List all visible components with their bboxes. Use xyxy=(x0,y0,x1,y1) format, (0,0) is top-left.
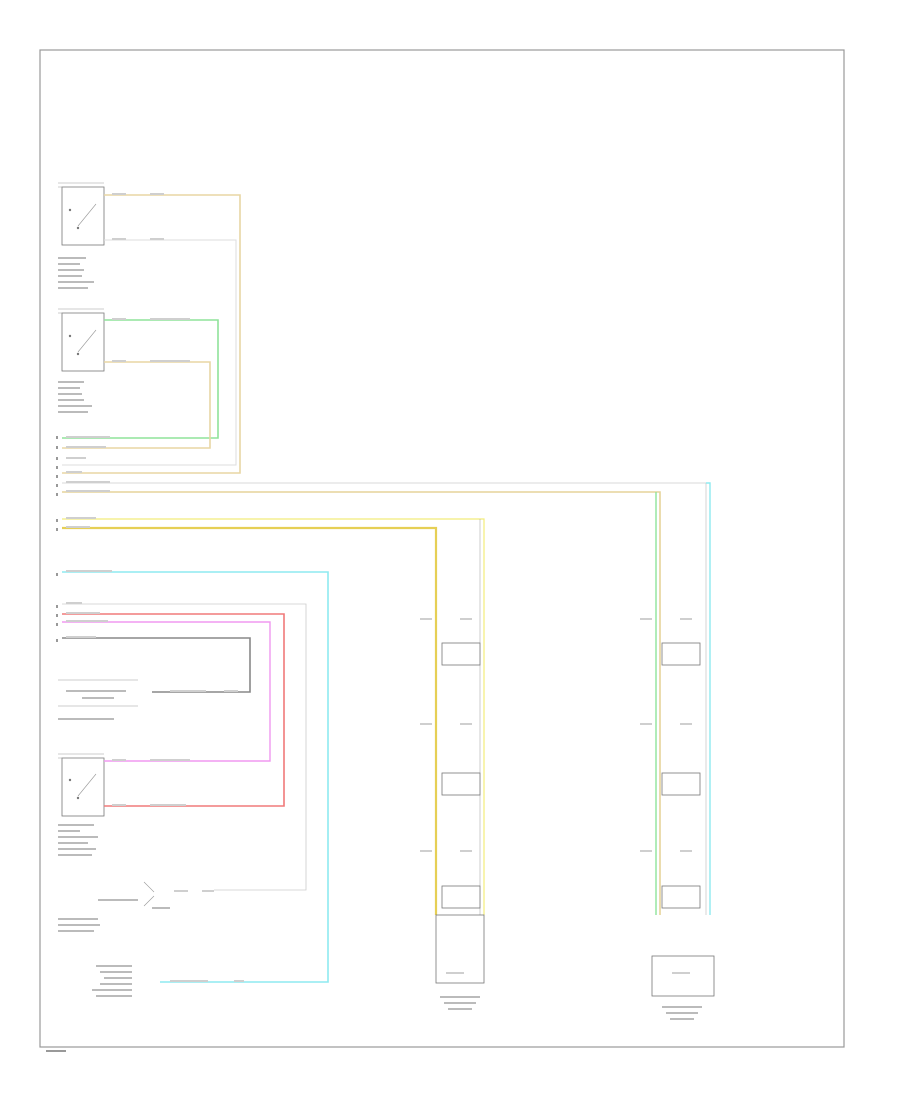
wire-cyan-right xyxy=(706,482,711,915)
right-speaker xyxy=(651,955,715,1020)
middle-speaker xyxy=(435,914,485,1010)
instrument-cluster-component xyxy=(58,679,138,720)
middle-connector-stack xyxy=(420,618,481,909)
wire-goldenrod-mid xyxy=(62,526,438,915)
wire-tan-1 xyxy=(62,194,241,474)
wire-yellow-mid xyxy=(62,518,485,915)
diagram-border xyxy=(39,49,845,1048)
right-door-switch-component xyxy=(58,182,105,246)
wire-label-bars-left xyxy=(66,193,244,982)
connector-pin-ticks xyxy=(56,436,58,642)
wire-tan-long xyxy=(62,491,661,915)
left-door-switch-label xyxy=(58,381,92,413)
wire-lightgray-1 xyxy=(62,239,237,466)
data-link-connector-label xyxy=(92,965,132,997)
splice-component xyxy=(58,881,170,932)
figure-id-mark xyxy=(46,1050,66,1052)
hood-switch-label xyxy=(58,824,98,856)
wire-gray-cluster xyxy=(62,637,251,693)
right-connector-stack xyxy=(640,618,701,909)
wire-white-long xyxy=(62,482,707,915)
right-door-switch-label xyxy=(58,257,94,289)
left-door-switch-component xyxy=(58,308,105,372)
wire-red xyxy=(62,613,285,807)
hood-switch-component xyxy=(58,753,105,817)
wire-white-hood xyxy=(62,603,307,891)
